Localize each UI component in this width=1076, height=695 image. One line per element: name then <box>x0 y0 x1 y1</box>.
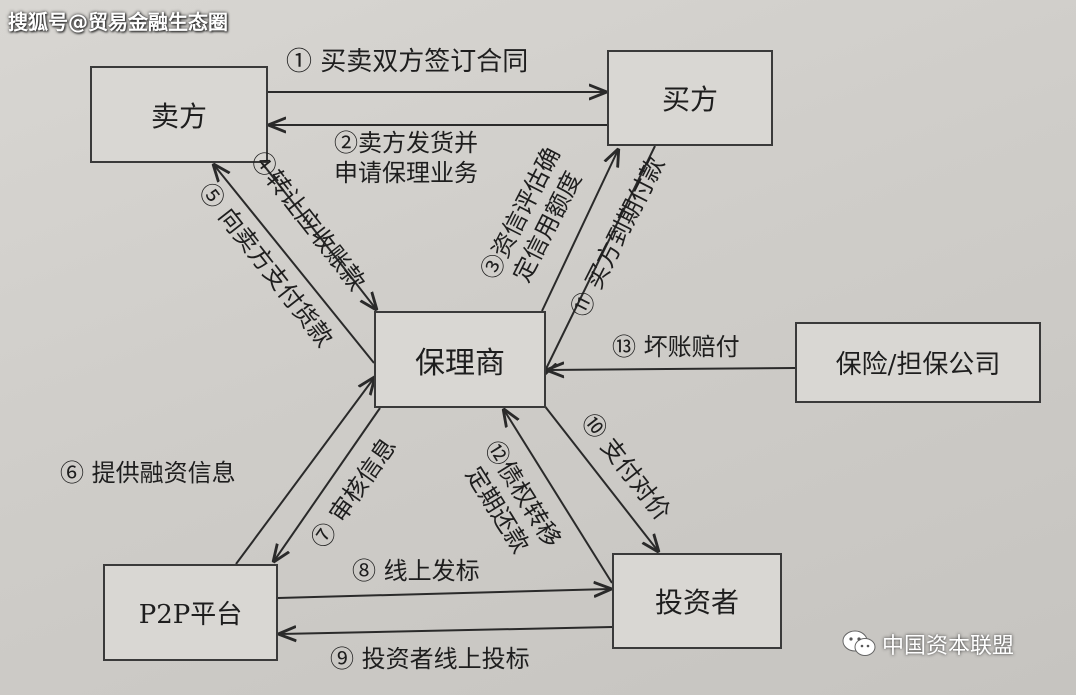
node-p2p-platform: P2P平台 <box>103 564 278 661</box>
node-seller: 卖方 <box>90 66 268 163</box>
arrow-debt-transfer <box>504 410 613 584</box>
node-p2p-label: P2P平台 <box>138 600 243 630</box>
node-factor: 保理商 <box>374 311 546 408</box>
node-seller-label: 卖方 <box>150 99 207 133</box>
label-online-bidding: ⑨ 投资者线上投标 <box>330 645 530 673</box>
arrow-pay-seller <box>214 165 375 364</box>
node-buyer-label: 买方 <box>661 83 718 116</box>
node-investor: 投资者 <box>612 553 782 649</box>
label-ship-goods: ②卖方发货并 申请保理业务 <box>334 129 478 187</box>
label-financing-info: ⑥ 提供融资信息 <box>60 459 236 487</box>
node-insurer-label: 保险/担保公司 <box>835 350 1001 380</box>
arrow-credit-assessment <box>541 150 618 312</box>
watermark-text: 搜狐号@贸易金融生态圈 <box>8 10 228 34</box>
brand-label: 中国资本联盟 <box>882 634 1015 659</box>
arrow-bad-debt <box>548 368 796 370</box>
arrow-financing-info <box>235 378 374 565</box>
wechat-icon <box>842 630 876 656</box>
label-contract: ① 买卖双方签订合同 <box>286 47 529 77</box>
arrow-transfer-receivables <box>261 162 376 309</box>
node-buyer: 买方 <box>607 50 773 146</box>
arrow-online-listing <box>277 589 610 599</box>
arrow-online-bidding <box>280 627 613 634</box>
arrow-buyer-payment <box>543 145 656 375</box>
node-investor-label: 投资者 <box>654 586 739 619</box>
arrow-pay-consideration <box>539 399 658 551</box>
brand-badge: 中国资本联盟 <box>842 628 1014 660</box>
label-online-listing: ⑧ 线上发标 <box>352 557 480 585</box>
node-insurer: 保险/担保公司 <box>795 322 1041 403</box>
node-factor-label: 保理商 <box>415 345 505 381</box>
label-bad-debt: ⑬ 坏账赔付 <box>612 333 740 361</box>
arrow-review-info <box>274 407 381 561</box>
